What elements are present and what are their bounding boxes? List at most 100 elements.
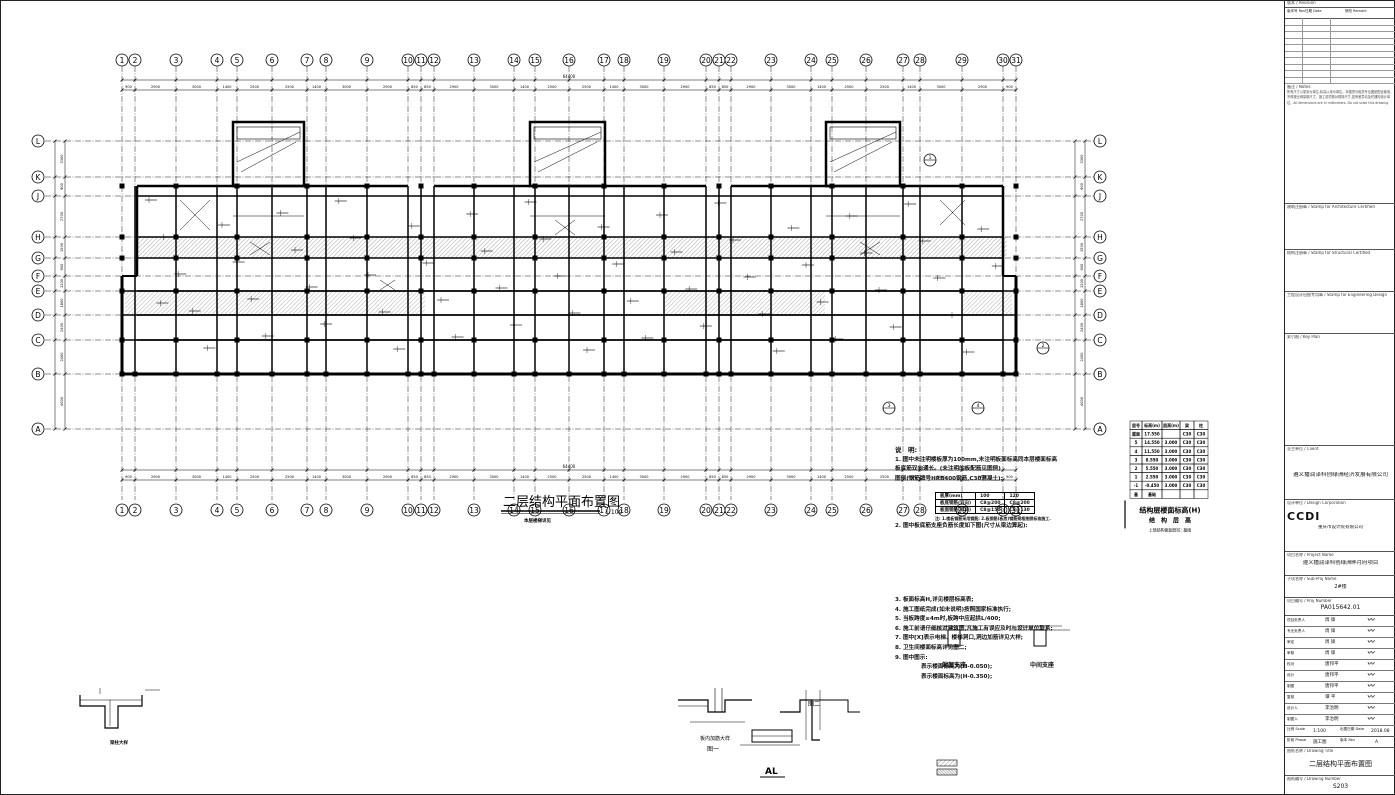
stamp-struct-label: 结构注册章 / Stamp for Structural Certified (1287, 251, 1371, 255)
level-table-cell: 2 (1135, 466, 1138, 471)
axis-x-label: 14 (509, 56, 519, 65)
dim-text: 1400 (223, 85, 232, 89)
dim-text: 2500 (845, 475, 854, 479)
handwritten-signature: 〰 (1367, 637, 1374, 646)
dim-text: 900 (125, 85, 132, 89)
axis-x-bubble: 30 (996, 53, 1010, 67)
revision-row (1285, 50, 1395, 58)
axis-x-label: 2 (133, 56, 138, 65)
axis-x-bubble: 17 (597, 53, 611, 67)
axis-y-bubble: J (1093, 189, 1107, 203)
design-corp-logo: CCDI (1287, 509, 1321, 523)
axis-labels: 1122334455667788991010111112121313141415… (31, 53, 1107, 517)
dim-text: 850 (709, 85, 716, 89)
level-table-cell: 3.000 (1165, 466, 1178, 471)
drawing-number: S203 (1332, 782, 1349, 790)
axis-y-label: L (36, 137, 41, 146)
note-item: 2. 图中板底筋支座负筋长度如下图(尺寸从梁边算起): (895, 523, 1028, 530)
stamp-eng-label: 工程设计出图专用章 / Stamp for Engineering Design (1287, 293, 1388, 297)
level-table-cell: C30 (1183, 457, 1192, 462)
detail-1-label: 图一 (707, 746, 719, 753)
axis-x-bubble: 7 (300, 53, 314, 67)
dim-text: 2400 (60, 323, 64, 332)
axis-y-bubble: D (31, 308, 45, 322)
sign-role: 复核 (1287, 695, 1295, 699)
signature-row: 审定周 锋〰 (1285, 637, 1395, 649)
axis-x-label: 31 (1011, 56, 1021, 65)
dim-text: 850 (424, 85, 431, 89)
axis-x-label: 20 (701, 56, 711, 65)
axis-x-bubble: 4 (210, 503, 224, 517)
level-table-cell: C30 (1197, 466, 1206, 471)
dim-text: 2900 (383, 85, 392, 89)
axis-x-label: 17 (599, 56, 609, 65)
axis-y-label: D (35, 311, 41, 320)
level-table-cell: C30 (1183, 440, 1192, 445)
version-value: A (1375, 740, 1379, 745)
axis-x-bubble: 6 (265, 53, 279, 67)
dim-text: 1400 (520, 475, 529, 479)
axis-x-bubble: 21 (712, 503, 726, 517)
axis-x-bubble: 1 (115, 503, 129, 517)
axis-x-label: 7 (305, 56, 310, 65)
axis-y-bubble: A (31, 422, 45, 436)
dim-text: 850 (424, 475, 431, 479)
axis-x-bubble: 24 (804, 503, 818, 517)
dim-text: 3000 (787, 85, 796, 89)
design-corp-name: 重庆市设计院有限公司 (1318, 524, 1363, 530)
dim-text: 3000 (640, 475, 649, 479)
dim-text: 3300 (1080, 155, 1084, 164)
dim-text: 2500 (250, 85, 259, 89)
revision-header: 版本号 Rev 日期 Date 修改 Remark (1285, 8, 1395, 19)
axis-y-bubble: C (31, 333, 45, 347)
axis-x-label: 2 (133, 506, 138, 515)
dim-text: 850 (722, 475, 729, 479)
axis-y-label: K (1098, 173, 1104, 182)
axis-x-bubble: 13 (467, 503, 481, 517)
level-table-cell: C30 (1197, 432, 1206, 437)
level-table-cell: 层号 (1131, 422, 1140, 428)
level-table-caption: 结构层楼面标高(H) (1138, 505, 1200, 514)
axis-y-bubble: L (1093, 134, 1107, 148)
axis-x-label: 18 (619, 506, 629, 515)
tb-notes-text: 所有尺寸以毫米为单位,标高以米为单位。本图须与相关专业图纸配合使用,不得按比例量… (1287, 89, 1392, 105)
axis-x-bubble: 27 (896, 53, 910, 67)
overall-dim: 64400 (563, 74, 576, 79)
axis-x-label: 25 (827, 506, 837, 515)
axis-x-bubble: 25 (825, 503, 839, 517)
level-table-cell: 3.000 (1165, 483, 1178, 488)
dim-text: 1400 (817, 475, 826, 479)
axis-x-label: 8 (324, 56, 329, 65)
level-table-cell: 17.550 (1144, 432, 1160, 437)
note-item: 6. 施工前请仔细核对建筑图,凡施工有误应及时与设计单位联系; (895, 625, 1053, 632)
notes-list: 1. 图中未注明楼板厚为100mm,未注明板面标高同本层楼面标高 板底筋双向通长… (895, 456, 1145, 683)
axis-x-label: 13 (469, 56, 479, 65)
axis-y-label: H (1097, 233, 1103, 242)
axis-x-bubble: 7 (300, 503, 314, 517)
sign-person: 周 锋 (1325, 618, 1336, 623)
note-item: 表示楼面标高为(H-0.050); (921, 664, 993, 671)
axis-x-label: 4 (215, 506, 220, 515)
axis-x-label: 3 (174, 506, 179, 515)
axis-x-bubble: 10 (401, 503, 415, 517)
subproject-label: 子项名称 / Sub-Proj Name (1287, 577, 1337, 581)
axis-x-label: 10 (403, 506, 413, 515)
dim-text: 2900 (151, 475, 160, 479)
level-table-cell: C30 (1197, 449, 1206, 454)
dim-text: 2900 (747, 475, 756, 479)
axis-x-bubble: 31 (1009, 53, 1023, 67)
date-label: 出图日期 Date (1340, 727, 1365, 731)
axis-x-bubble: 3 (169, 503, 183, 517)
sign-person: 李治明 (1325, 717, 1339, 722)
dim-text: 1200 (60, 279, 64, 288)
axis-x-label: 30 (998, 56, 1008, 65)
axis-x-label: 12 (429, 506, 439, 515)
signature-row: 制图人李治明〰 (1285, 714, 1395, 726)
dim-text: 1400 (312, 85, 321, 89)
axis-x-bubble: 23 (764, 503, 778, 517)
axis-x-label: 22 (726, 506, 736, 515)
handwritten-signature: 〰 (1367, 659, 1374, 668)
level-table-cell: 5 (1135, 440, 1138, 445)
date-value: 2018.08 (1371, 729, 1390, 734)
axis-x-bubble: 14 (507, 53, 521, 67)
